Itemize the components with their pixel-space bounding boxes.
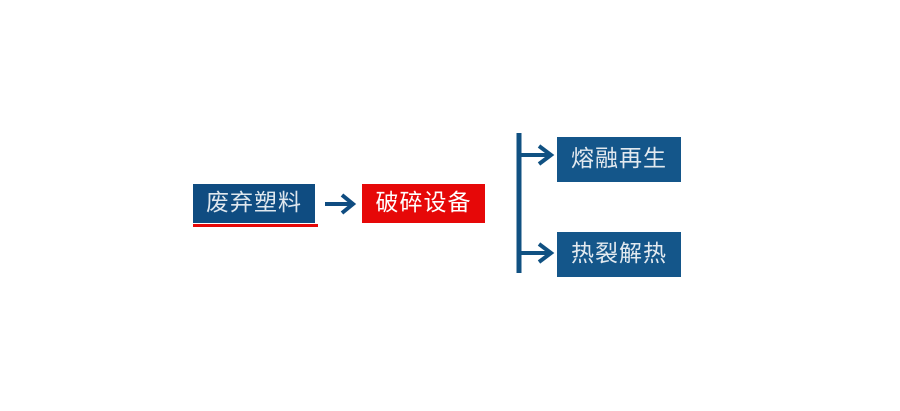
node-pyrolysis-label: 热裂解热 (571, 241, 667, 267)
accent-underline (193, 224, 318, 227)
connector-branch (508, 125, 560, 285)
node-waste-plastic[interactable]: 废弃塑料 (193, 184, 315, 223)
node-melt-recycle-label: 熔融再生 (571, 146, 667, 172)
node-crusher[interactable]: 破碎设备 (362, 184, 485, 223)
arrow-right-icon (325, 193, 357, 215)
branch-top-arrow-icon (519, 144, 555, 166)
node-pyrolysis[interactable]: 热裂解热 (557, 232, 681, 277)
node-melt-recycle[interactable]: 熔融再生 (557, 137, 681, 182)
branch-connector-icon (516, 133, 555, 273)
node-waste-plastic-label: 废弃塑料 (206, 190, 302, 216)
connector-main-arrow (322, 189, 360, 219)
branch-bottom-arrow-icon (519, 242, 555, 264)
node-crusher-label: 破碎设备 (375, 190, 472, 216)
